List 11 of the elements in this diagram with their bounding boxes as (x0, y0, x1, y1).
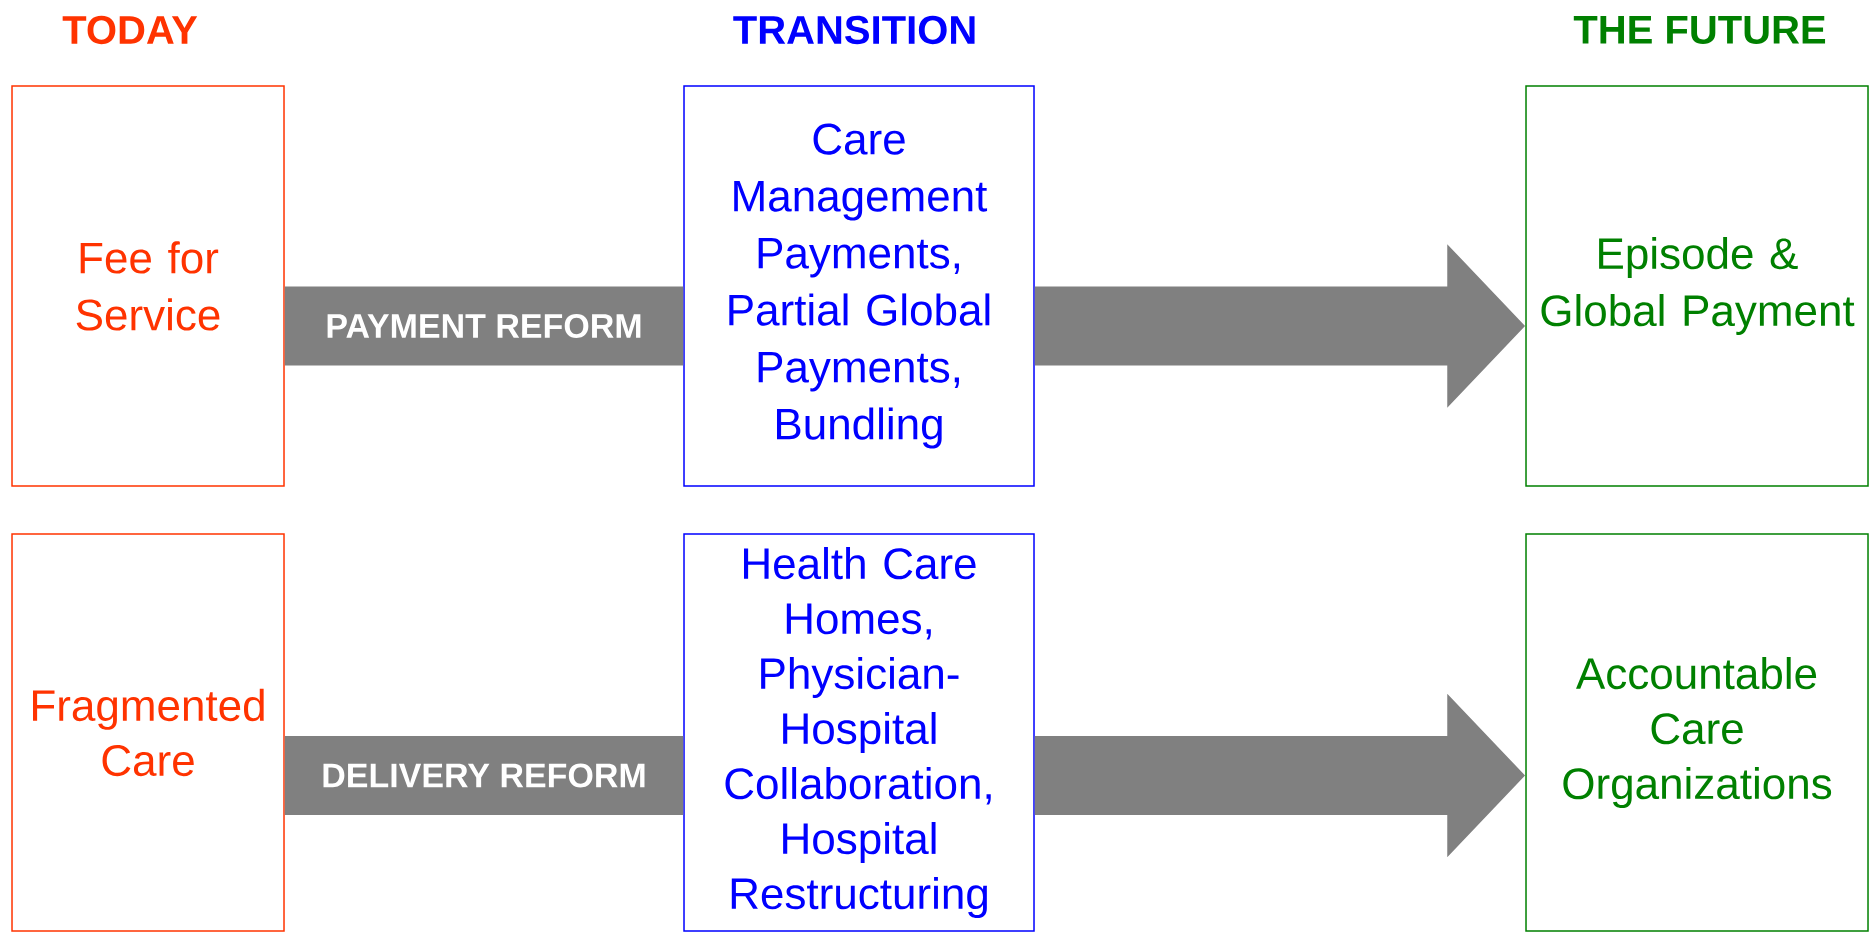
column-heading: THE FUTURE (1573, 16, 1826, 44)
text-box: Health Care Homes, Physician-Hospital Collaboration, Hospital Restructuring (683, 533, 1035, 932)
column-heading: TODAY (62, 15, 198, 45)
text-box: Fee for Service (11, 85, 285, 487)
text-box: Fragmented Care (11, 533, 285, 932)
column-heading: TRANSITION (733, 15, 975, 45)
edge-label: DELIVERY REFORM (323, 763, 645, 788)
text-box: Accountable Care Organizations (1525, 533, 1869, 932)
text-box: Care Management Payments, Partial Global Payments, Bundling (683, 85, 1035, 487)
edge-label: PAYMENT REFORM (327, 313, 641, 339)
text-box: Episode & Global Payment (1525, 85, 1869, 487)
